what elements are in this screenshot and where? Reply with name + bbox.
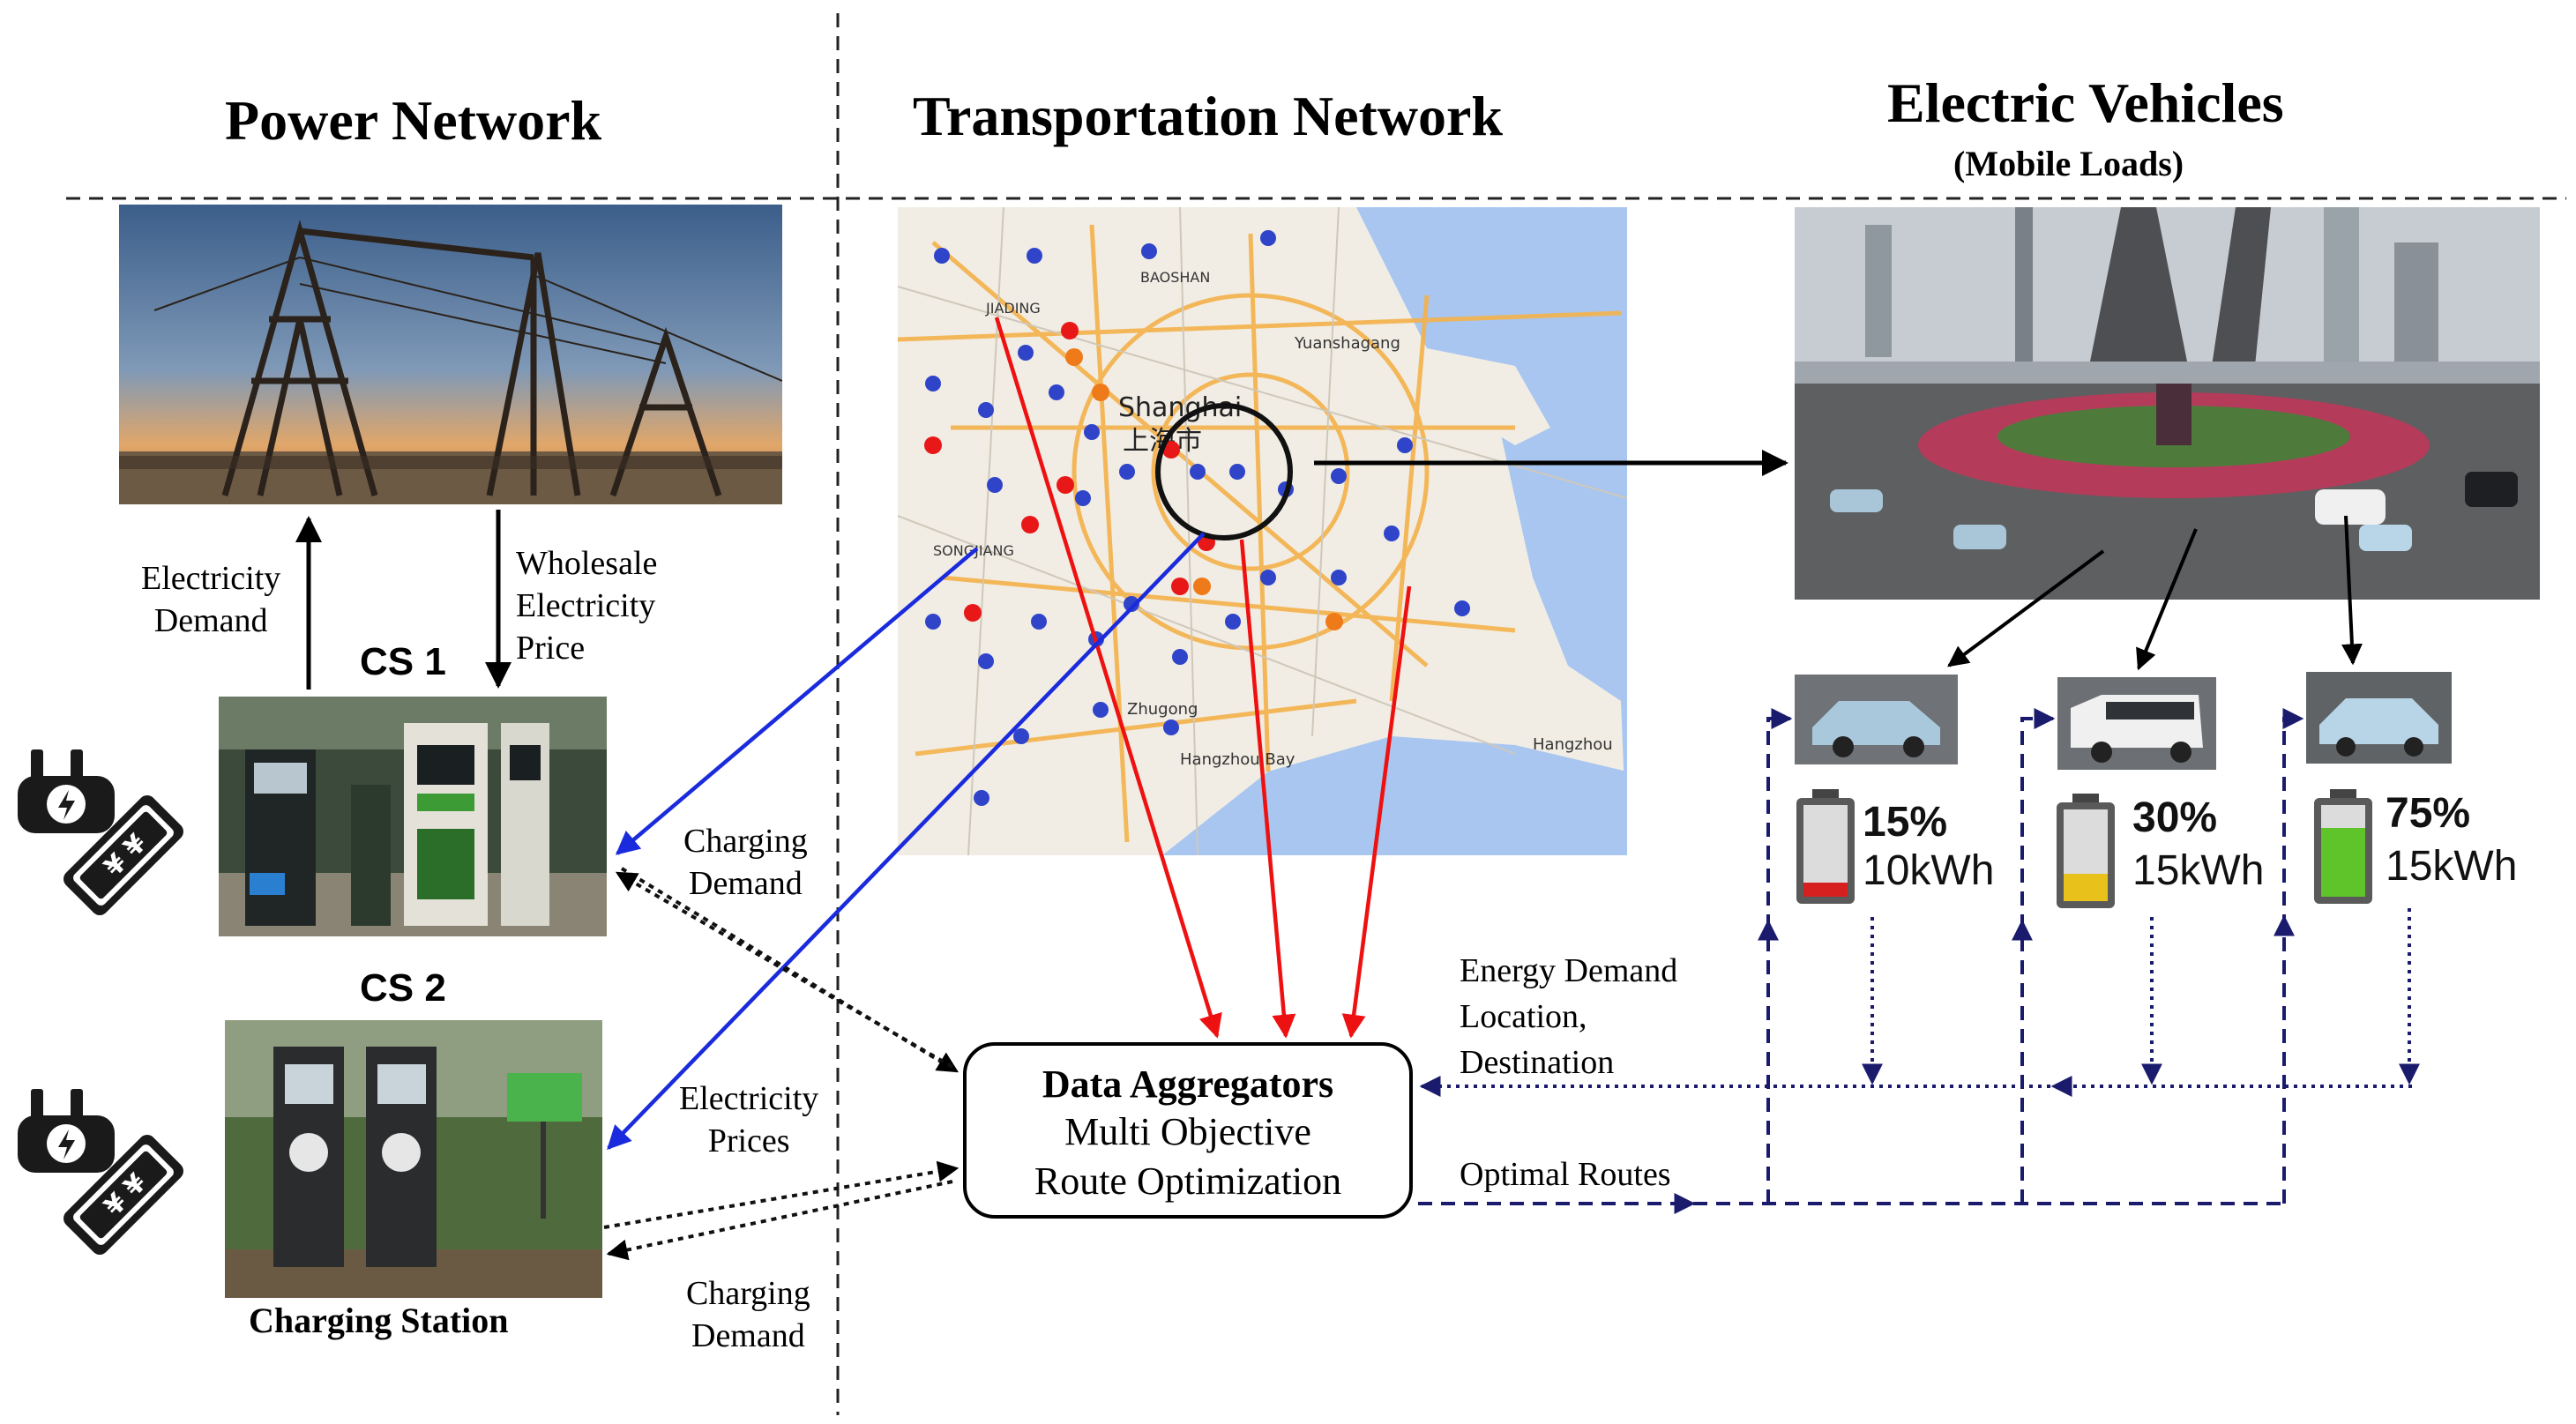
optimal-routes-label: Optimal Routes <box>1460 1156 1671 1193</box>
heading-power-network: Power Network <box>225 89 602 152</box>
battery-icon-3 <box>2314 789 2372 904</box>
cs2-label: CS 2 <box>360 966 446 1010</box>
map-label-yuanshagang: Yuanshagang <box>1294 334 1400 353</box>
charging-demand-2-line2: Demand <box>691 1317 805 1354</box>
electricity-demand-label: Electricity Demand <box>141 557 280 642</box>
vehicle-2-image <box>2057 677 2216 770</box>
electricity-demand-line1: Electricity <box>141 560 281 597</box>
cs1-image <box>219 697 607 936</box>
aggregator-line3: Route Optimization <box>1034 1159 1342 1203</box>
energy-demand-line1: Energy Demand <box>1460 952 1678 989</box>
energy-demand-label: Energy Demand Location, Destination <box>1460 948 1677 1085</box>
data-aggregators-box: Data Aggregators Multi Objective Route O… <box>963 1042 1413 1219</box>
charging-demand-label-2: Charging Demand <box>686 1272 810 1357</box>
battery-percent-3: 75% <box>2386 790 2471 837</box>
charging-demand-label-1: Charging Demand <box>683 820 808 905</box>
electricity-prices-line1: Electricity <box>679 1080 819 1117</box>
battery-icon-2 <box>2057 794 2115 908</box>
map-label-jiading: JIADING <box>985 300 1041 317</box>
battery-icon-1 <box>1796 789 1855 904</box>
heading-electric-vehicles: Electric Vehicles <box>1887 71 2284 134</box>
map-label-baoshan: BAOSHAN <box>1140 269 1210 286</box>
battery-energy-2: 15kWh <box>2132 847 2265 894</box>
traffic-circle-image <box>1795 207 2540 600</box>
battery-energy-3: 15kWh <box>2386 843 2518 890</box>
cs1-label: CS 1 <box>360 640 446 683</box>
plug-currency-icon-2: ¥ ¥ <box>18 1089 183 1255</box>
heading-transportation-network: Transportation Network <box>913 85 1503 147</box>
vehicle-3-image <box>2306 672 2452 764</box>
battery-percent-1: 15% <box>1863 799 1948 846</box>
electricity-demand-line2: Demand <box>153 602 268 639</box>
battery-energy-1: 10kWh <box>1863 847 1995 894</box>
map-label-zhugong: Zhugong <box>1127 700 1198 719</box>
wholesale-price-line2: Electricity <box>516 587 656 624</box>
charging-demand-1-line2: Demand <box>689 865 803 902</box>
aggregator-title: Data Aggregators <box>1042 1062 1334 1106</box>
plug-currency-icon-1: ¥ ¥ <box>18 749 183 915</box>
wholesale-price-line3: Price <box>516 630 586 667</box>
electricity-prices-line2: Prices <box>707 1122 790 1159</box>
heading-mobile-loads: (Mobile Loads) <box>1953 144 2184 183</box>
charging-demand-2-line1: Charging <box>686 1275 810 1312</box>
energy-demand-line3: Destination <box>1460 1044 1615 1081</box>
wholesale-price-line1: Wholesale <box>516 545 658 582</box>
map-label-hangzhou-bay: Hangzhou Bay <box>1180 750 1295 769</box>
vehicle-1-image <box>1795 675 1958 764</box>
energy-demand-line2: Location, <box>1460 998 1587 1035</box>
battery-percent-2: 30% <box>2132 794 2218 841</box>
charging-demand-1-line1: Charging <box>683 823 808 860</box>
electricity-prices-label: Electricity Prices <box>679 1077 818 1162</box>
charging-station-caption: Charging Station <box>249 1301 509 1340</box>
aggregator-line2: Multi Objective <box>1064 1110 1311 1153</box>
wholesale-price-label: Wholesale Electricity Price <box>516 542 657 669</box>
substation-image <box>119 205 782 504</box>
map-label-hangzhou: Hangzhou <box>1533 735 1613 754</box>
shanghai-map: Shanghai 上海市 BAOSHAN JIADING SONGJIANG Y… <box>898 207 1627 855</box>
cs2-image <box>225 1020 602 1298</box>
